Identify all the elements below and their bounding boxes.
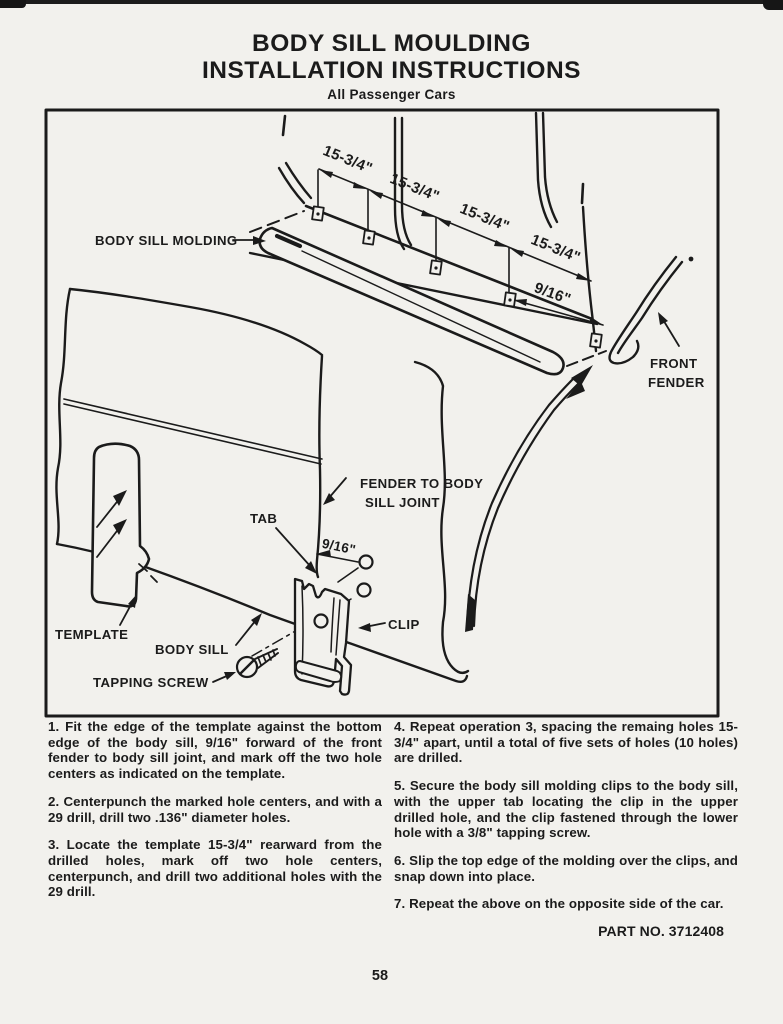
clip-screw-hole	[313, 613, 329, 629]
label-front-fender: FRONT	[650, 356, 697, 371]
body-sill-top-edge	[304, 204, 594, 321]
sill-upper-hole	[358, 554, 374, 570]
label-front-fender: FENDER	[648, 375, 705, 390]
page-subtitle: All Passenger Cars	[327, 87, 456, 102]
b-pillar-line	[400, 116, 413, 247]
installation-direction-arrow	[465, 365, 593, 632]
a-pillar-curve	[284, 161, 313, 200]
b-pillar-line	[393, 116, 406, 251]
title-block: BODY SILL MOULDING INSTALLATION INSTRUCT…	[0, 30, 783, 102]
instructions-left-column: 1. Fit the edge of the template against …	[48, 719, 382, 900]
instruction-step: 2. Centerpunch the marked hole centers, …	[48, 793, 382, 825]
door-pillar-stub	[281, 114, 287, 137]
scan-corner-smudge-left	[0, 0, 26, 8]
dimension-ticks	[317, 169, 510, 294]
label-tapping-screw: TAPPING SCREW	[93, 675, 209, 690]
scan-corner-smudge-right	[763, 0, 783, 10]
scan-edge-artifact	[0, 0, 783, 4]
a-pillar-curve	[277, 166, 306, 205]
alignment-dashes	[249, 210, 305, 233]
fender-joint-stub	[580, 182, 585, 205]
label-clip: CLIP	[388, 617, 420, 632]
molding-highlight-line	[301, 250, 541, 363]
label-fender-joint: FENDER TO BODY	[360, 476, 483, 491]
molding-clips	[311, 205, 603, 349]
label-template: TEMPLATE	[55, 627, 128, 642]
instruction-step: 5. Secure the body sill molding clips to…	[394, 778, 738, 841]
dimension-line	[318, 168, 592, 282]
instruction-step: 7. Repeat the above on the opposite side…	[394, 896, 724, 912]
sill-lower-hole	[356, 582, 372, 598]
page-number: 58	[371, 968, 389, 984]
alignment-dashes	[566, 350, 607, 367]
page-title-line2: INSTALLATION INSTRUCTIONS	[201, 57, 582, 84]
instruction-step: 6. Slip the top edge of the molding over…	[394, 852, 738, 884]
dimension-label-916-detail: 9/16"	[321, 536, 358, 558]
template-hole-marker-arrow	[113, 490, 127, 506]
dimension-label: 15-3/4"	[529, 231, 583, 266]
clip-detail	[251, 550, 374, 696]
dimension-line-916	[513, 299, 604, 326]
cowl-gap-line	[541, 111, 559, 224]
fender-to-body-joint-line	[315, 354, 324, 579]
template-outline	[90, 442, 158, 608]
part-number: PART NO. 3712408	[598, 923, 724, 940]
leader-arrows	[119, 236, 680, 683]
clip-lower-flange	[294, 660, 343, 683]
instruction-step: 4. Repeat operation 3, spacing the remai…	[394, 719, 738, 766]
label-tab: TAB	[250, 511, 277, 526]
label-body-sill-molding: BODY SILL MOLDING	[95, 233, 238, 248]
body-panel-outline	[55, 287, 470, 684]
template-hole-marker-arrow	[113, 519, 127, 535]
dimension-arrowheads	[320, 170, 603, 325]
front-fender-outline	[608, 255, 694, 365]
diagram-frame	[44, 108, 720, 718]
page-title-line1: BODY SILL MOULDING	[252, 30, 531, 57]
label-body-sill: BODY SILL	[155, 642, 229, 657]
instructions-right-column: 4. Repeat operation 3, spacing the remai…	[394, 719, 738, 940]
molding-end-shading	[274, 233, 303, 249]
instruction-step: 3. Locate the template 15-3/4" rearward …	[48, 837, 382, 900]
instruction-step: 1. Fit the edge of the template against …	[48, 719, 382, 782]
cowl-gap-line	[534, 111, 553, 229]
tapping-screw-icon	[235, 648, 279, 679]
label-fender-joint: SILL JOINT	[365, 495, 440, 510]
